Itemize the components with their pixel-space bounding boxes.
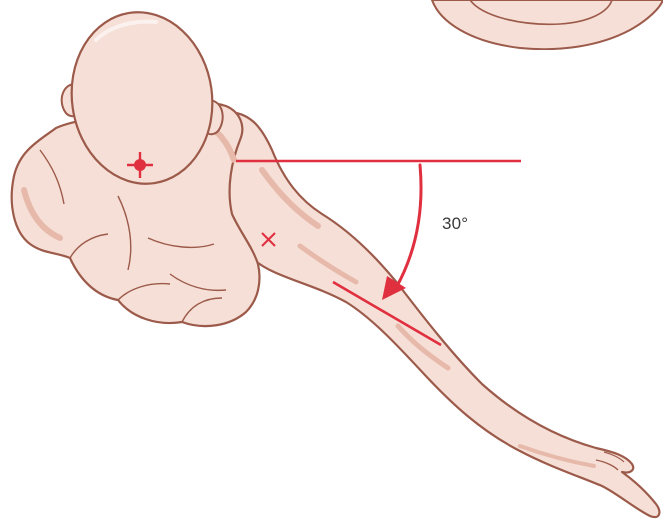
adjacent-figure-fragment [432, 0, 663, 68]
angle-label: 30° [442, 214, 468, 234]
angle-arrow [396, 165, 421, 288]
arm [222, 112, 659, 517]
